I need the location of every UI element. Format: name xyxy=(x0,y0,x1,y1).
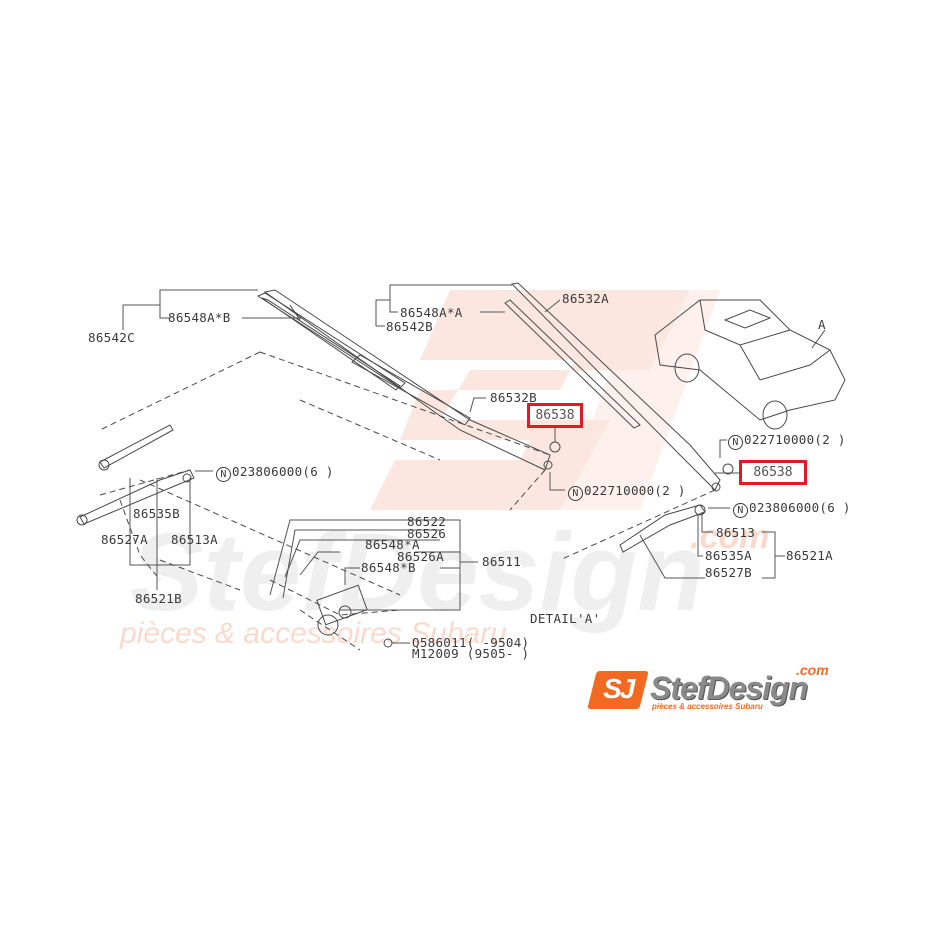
part-label-86513: 86513 xyxy=(716,525,756,540)
part-label-86535A: 86535A xyxy=(705,548,752,563)
part-label-86548-A: 86548*A xyxy=(365,537,420,552)
cap-right xyxy=(722,463,734,475)
n-symbol-icon: N xyxy=(728,435,743,450)
part-label-86527B: 86527B xyxy=(705,565,752,580)
logo-tagline: pièces & accessoires Subaru xyxy=(652,702,763,711)
watermark-tagline: pièces & accessoires Subaru xyxy=(119,617,507,650)
callout-a-label: A xyxy=(818,317,826,332)
part-label-86521A: 86521A xyxy=(786,548,833,563)
leader-lines xyxy=(122,284,785,644)
part-label-86535B: 86535B xyxy=(133,506,180,521)
part-label-86542C: 86542C xyxy=(88,330,135,345)
part-label-q586011: Q586011( -9504) xyxy=(412,635,530,650)
logo-com: .com xyxy=(796,662,829,678)
part-label-86548A-B-top: 86548A*B xyxy=(168,310,231,325)
left-wiper-arm xyxy=(263,289,553,471)
part-label-86513A: 86513A xyxy=(171,532,218,547)
bolt xyxy=(383,638,393,648)
part-label-86532B: 86532B xyxy=(490,390,537,405)
stefdesign-logo[interactable]: SJ StefDesign .com pièces & accessoires … xyxy=(587,662,850,714)
watermark-com: .com xyxy=(690,518,769,556)
n-symbol-icon: N xyxy=(568,486,583,501)
logo-badge: SJ xyxy=(587,671,649,709)
highlight-box-86538-right[interactable]: 86538 xyxy=(739,460,807,485)
watermark-sj-logo xyxy=(370,290,720,510)
part-label-86538-left: 86538 xyxy=(535,408,575,423)
part-label-86527A: 86527A xyxy=(101,532,148,547)
part-label-86532A: 86532A xyxy=(562,291,609,306)
part-label-86548A-A-top: 86548A*A xyxy=(400,305,463,320)
part-label-86526: 86526 xyxy=(407,526,447,541)
callout-arrow xyxy=(811,329,826,349)
part-label-86511: 86511 xyxy=(482,554,522,569)
part-label-86538-right: 86538 xyxy=(753,465,793,480)
n-symbol-icon: N xyxy=(733,503,748,518)
wiper-motor xyxy=(316,584,368,636)
highlight-box-86538-left[interactable]: 86538 xyxy=(527,403,583,428)
logo-wordmark: StefDesign xyxy=(650,670,808,706)
right-linkage xyxy=(619,504,706,553)
part-label-m12009: M12009 (9505- ) xyxy=(412,646,530,661)
right-wiper-blade xyxy=(504,299,641,429)
svg-text:StefDesign: StefDesign xyxy=(130,511,705,634)
n-symbol-icon: N xyxy=(216,467,231,482)
left-linkage xyxy=(76,424,195,526)
part-label-86522: 86522 xyxy=(407,514,447,529)
detail-a-label: DETAIL'A' xyxy=(530,611,601,626)
part-label-86526A: 86526A xyxy=(397,549,444,564)
part-label-86542B: 86542B xyxy=(386,319,433,334)
part-label-86521B: 86521B xyxy=(135,591,182,606)
right-wiper-arm xyxy=(510,282,721,492)
part-label-86548-B: 86548*B xyxy=(361,560,416,575)
watermark-wordmark: StefDesign xyxy=(130,511,705,634)
